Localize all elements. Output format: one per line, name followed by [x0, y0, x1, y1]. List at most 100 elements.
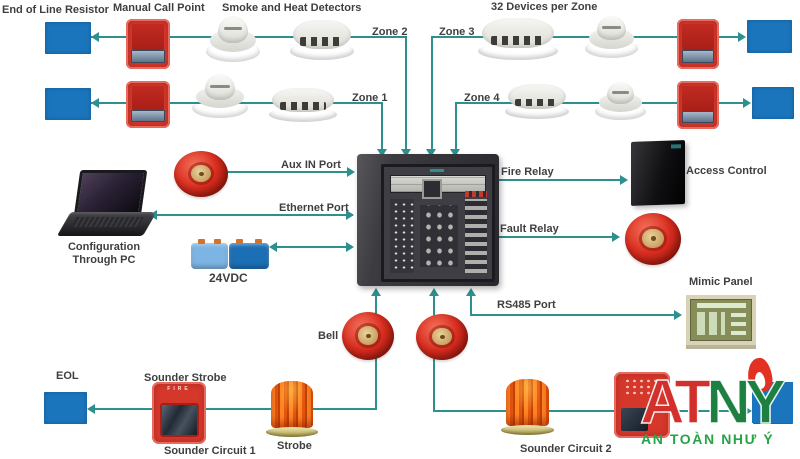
fault-relay-label: Fault Relay — [500, 223, 559, 235]
strobe-label: Strobe — [277, 440, 312, 452]
smoke-heat-detectors-label: Smoke and Heat Detectors — [222, 2, 362, 14]
sounder-circuit2-arrow-to-eol — [744, 406, 752, 416]
sounder-bell-2 — [416, 314, 468, 360]
access-control-label: Access Control — [686, 165, 767, 177]
zone1-arrow-to-panel — [377, 149, 387, 157]
bell1-arrow-to-panel — [371, 288, 381, 296]
atny-logo: ATNY — [639, 371, 787, 435]
zone1-label: Zone 1 — [352, 92, 388, 104]
zone3-label: Zone 3 — [439, 26, 475, 38]
strobe-beacon-2 — [501, 377, 554, 435]
mimic-zone-columns — [697, 311, 726, 336]
zone4-arrow-to-panel — [450, 149, 460, 157]
eol-resistor-box-zone3 — [747, 20, 792, 53]
logo-letter-y: Y — [744, 368, 787, 437]
eol-resistor-box-zone4 — [752, 87, 794, 119]
mimic-buttons — [730, 310, 746, 336]
power-wire — [271, 246, 352, 248]
aux-in-wire — [226, 171, 352, 173]
heat-detector-zone4 — [505, 84, 569, 119]
heat-detector-zone1 — [269, 88, 337, 122]
fire-relay-label: Fire Relay — [501, 166, 554, 178]
aux-fire-bell — [174, 151, 228, 197]
sounder-strobe-label: Sounder Strobe — [144, 372, 227, 384]
zone4-wire-vertical — [455, 102, 457, 149]
power-arrow-right — [346, 242, 354, 252]
battery-1 — [191, 239, 228, 269]
rs485-port-label: RS485 Port — [497, 299, 556, 311]
sounder-fire-text: FIRE — [167, 386, 191, 393]
zone1-wire-vertical — [381, 102, 383, 149]
manual-call-point-zone1 — [126, 81, 170, 128]
fault-relay-arrow — [612, 232, 620, 242]
zone3-arrow-to-panel — [426, 149, 436, 157]
mimic-panel-label: Mimic Panel — [689, 276, 753, 288]
manual-call-point-zone3 — [677, 19, 719, 69]
aux-in-arrow — [347, 167, 355, 177]
ethernet-port-label: Ethernet Port — [279, 202, 349, 214]
rs485-arrow-to-panel — [466, 288, 476, 296]
bell2-arrow-to-panel — [429, 288, 439, 296]
zone2-arrow-to-eol — [91, 32, 99, 42]
manual-call-point-label: Manual Call Point — [113, 2, 205, 14]
zone2-label: Zone 2 — [372, 26, 408, 38]
configuration-pc-label: Configuration Through PC — [67, 241, 141, 266]
sounder-circuit2-wire — [433, 410, 746, 412]
zone2-arrow-to-panel — [401, 149, 411, 157]
zone3-wire-horizontal — [431, 36, 740, 38]
sounder-circuit1-wire — [89, 408, 377, 410]
laptop-keyboard — [57, 212, 158, 236]
zone4-arrow-to-eol — [743, 98, 751, 108]
panel-nav-pad — [422, 179, 442, 199]
sounder2-louvers — [624, 377, 660, 396]
panel-red-buttons — [465, 191, 487, 197]
manual-call-point-zone2 — [126, 19, 170, 69]
devices-per-zone-label: 32 Devices per Zone — [491, 1, 598, 13]
fire-alarm-control-panel — [357, 154, 499, 286]
zone1-arrow-to-eol — [91, 98, 99, 108]
fault-relay-wire — [498, 236, 614, 238]
eol-resistor-box-zone2 — [45, 22, 91, 54]
sounder-strobe-lens — [160, 403, 199, 438]
panel-brand-mark — [430, 169, 444, 172]
rs485-wire-horizontal — [470, 314, 676, 316]
eol-resistor-box-zone1 — [45, 88, 91, 120]
smoke-detector-zone3 — [585, 16, 638, 58]
mimic-panel — [686, 295, 756, 345]
zone4-label: Zone 4 — [464, 92, 500, 104]
zone3-arrow-to-eol — [738, 32, 746, 42]
sounder-bell-1 — [342, 312, 394, 360]
panel-keypad — [420, 205, 458, 267]
fire-relay-wire — [498, 179, 622, 181]
laptop-screen — [73, 170, 148, 217]
fault-relay-bell — [625, 213, 681, 265]
sounder-circuit1-label: Sounder Circuit 1 — [164, 445, 256, 457]
panel-function-buttons — [465, 199, 487, 273]
mimic-display-bar — [697, 303, 746, 309]
logo-letter-n: N — [705, 368, 751, 437]
logo-letter-a: A — [639, 368, 681, 437]
sounder-strobe-device: FIRE — [152, 382, 206, 444]
manual-call-point-zone4 — [677, 81, 719, 129]
heat-detector-zone2 — [290, 20, 354, 60]
sounder-circuit2-label: Sounder Circuit 2 — [520, 443, 612, 455]
logo-tagline: AN TOÀN NHƯ Ý — [641, 431, 775, 447]
24vdc-label: 24VDC — [209, 271, 248, 285]
power-arrow-left — [269, 242, 277, 252]
heat-detector-zone3 — [478, 18, 558, 60]
aux-in-port-label: Aux IN Port — [281, 159, 341, 171]
battery-2 — [229, 239, 269, 269]
rs485-wire-vertical — [470, 296, 472, 316]
fire-relay-arrow — [620, 175, 628, 185]
ethernet-arrow-right — [346, 210, 354, 220]
panel-front-face — [381, 164, 495, 282]
zone3-wire-vertical — [431, 36, 433, 149]
zone2-wire-vertical — [405, 36, 407, 149]
strobe-beacon-1 — [266, 379, 318, 437]
sounder-circuit2-device — [614, 372, 670, 438]
smoke-detector-zone1 — [192, 74, 248, 118]
bell-label: Bell — [318, 330, 339, 342]
rs485-arrow-to-mimic — [674, 310, 682, 320]
configuration-laptop — [57, 170, 158, 236]
